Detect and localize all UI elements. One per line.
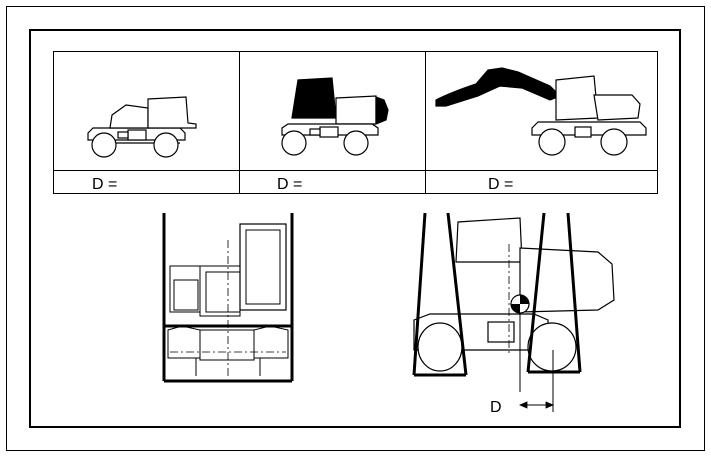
center-of-gravity-icon bbox=[510, 294, 530, 314]
table-cell-label-2: D = bbox=[277, 176, 302, 193]
configuration-table bbox=[53, 51, 658, 194]
table-cell-label-3: D = bbox=[488, 176, 513, 193]
dimension-label: D bbox=[490, 399, 502, 416]
outer-frame bbox=[6, 6, 705, 451]
inner-frame bbox=[29, 29, 681, 428]
rear-view-diagram bbox=[412, 212, 615, 412]
machine-boom-icon bbox=[435, 67, 647, 156]
table-cell-label-1: D = bbox=[92, 176, 117, 193]
machine-base-icon bbox=[87, 96, 197, 158]
machine-counterweight-icon bbox=[281, 77, 389, 156]
front-view-diagram bbox=[162, 213, 294, 383]
